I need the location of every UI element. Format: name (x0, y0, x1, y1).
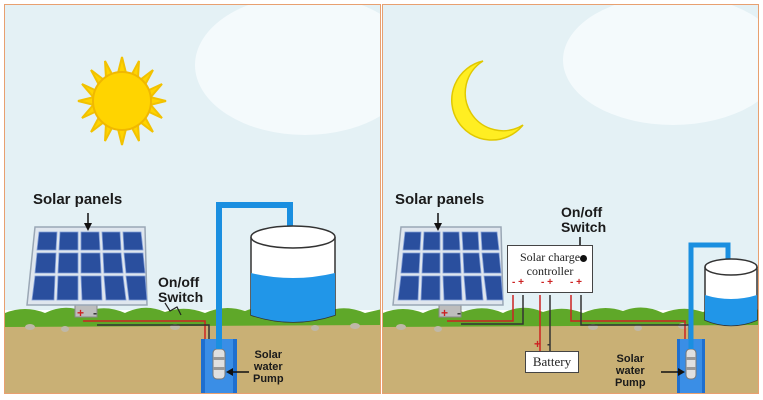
solar-panel (26, 226, 148, 318)
controller-terminal-2: - + (541, 277, 553, 288)
controller-label-line1: Solar charge (519, 250, 581, 264)
sun-icon (77, 56, 167, 146)
terminal-plus: + (77, 306, 85, 320)
pump-label-line2: water (615, 365, 645, 377)
battery: Battery (525, 351, 579, 373)
day-panel: Solar panels On/off Switch + - Solar wat… (4, 4, 381, 394)
pump-label-line2: water (253, 361, 283, 373)
terminal-minus: - (93, 306, 97, 320)
day-scene (5, 5, 380, 393)
terminal-plus: + (441, 306, 449, 320)
battery-terminal-plus: + (534, 337, 542, 351)
water-tank (250, 225, 336, 323)
wire-pump-positive (570, 295, 686, 349)
charge-controller: Solar charge controller - + - + - + (507, 245, 593, 293)
solar-panels-arrow (84, 213, 92, 231)
solar-panels-arrow (434, 213, 442, 231)
controller-terminal-3: - + (570, 277, 582, 288)
pump-label: Solar water Pump (615, 353, 646, 389)
cloud-haze (195, 5, 380, 135)
night-panel: Solar panels On/off Switch Solar charge … (382, 4, 759, 394)
controller-terminal-1: - + (512, 277, 524, 288)
solar-panel (392, 226, 504, 318)
pump-label-line3: Pump (615, 377, 646, 389)
controller-label-line2: controller (526, 264, 574, 278)
pump-label-line3: Pump (253, 373, 284, 385)
switch-label-line2: Switch (561, 219, 607, 235)
pipe (216, 202, 293, 349)
battery-terminal-minus: - (547, 337, 551, 351)
wire-panel-positive (447, 295, 514, 322)
switch-label: On/off Switch (561, 205, 606, 235)
moon-icon (451, 60, 524, 141)
switch-label-line2: Switch (158, 289, 204, 305)
switch-label: On/off Switch (158, 275, 203, 305)
pump-label-line1: Solar (254, 349, 283, 361)
pipe (688, 242, 731, 349)
solar-panels-label: Solar panels (33, 191, 123, 208)
pump-icon (685, 348, 697, 380)
solar-panels-label: Solar panels (395, 191, 485, 208)
switch-label-line1: On/off (158, 274, 200, 290)
cloud-haze (563, 5, 758, 125)
pump-label: Solar water Pump (253, 349, 284, 385)
switch-dot-icon (580, 255, 587, 262)
water-tank (704, 258, 758, 327)
pump-label-line1: Solar (616, 353, 645, 365)
terminal-minus: - (457, 306, 461, 320)
pump-icon (212, 348, 226, 380)
switch-label-line1: On/off (561, 204, 603, 220)
switch-pointer (164, 302, 182, 316)
soil (5, 323, 380, 393)
wire-panel-negative (461, 295, 524, 325)
